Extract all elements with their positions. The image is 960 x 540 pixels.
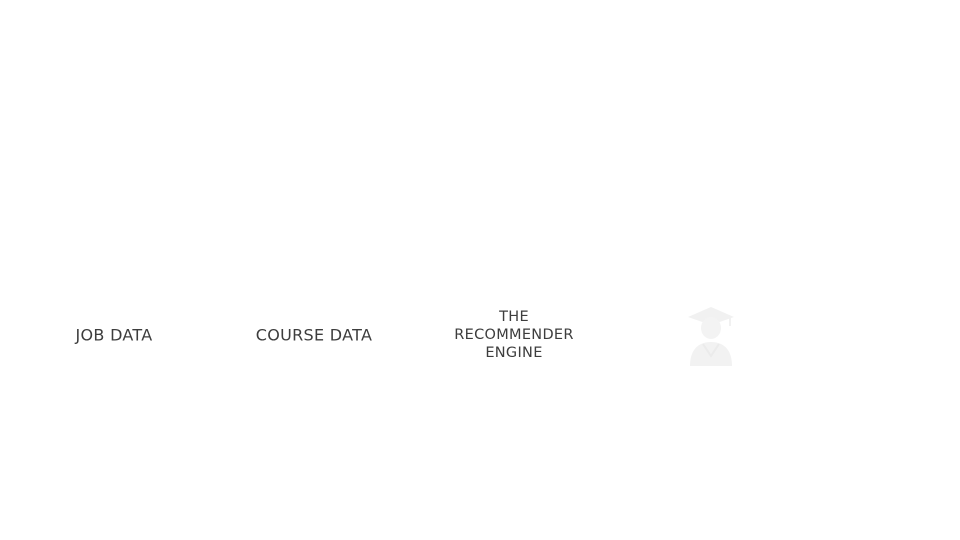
course-data-label: COURSE DATA [255, 325, 373, 345]
recommender-engine-line-1: THE [499, 309, 529, 325]
graduate-student-icon [684, 304, 738, 368]
recommender-engine-line-3: ENGINE [485, 345, 543, 361]
recommender-engine-line-2: RECOMMENDER [454, 327, 574, 343]
job-data-label: JOB DATA [75, 325, 153, 345]
recommender-engine-label: THE RECOMMENDER ENGINE [454, 308, 574, 362]
